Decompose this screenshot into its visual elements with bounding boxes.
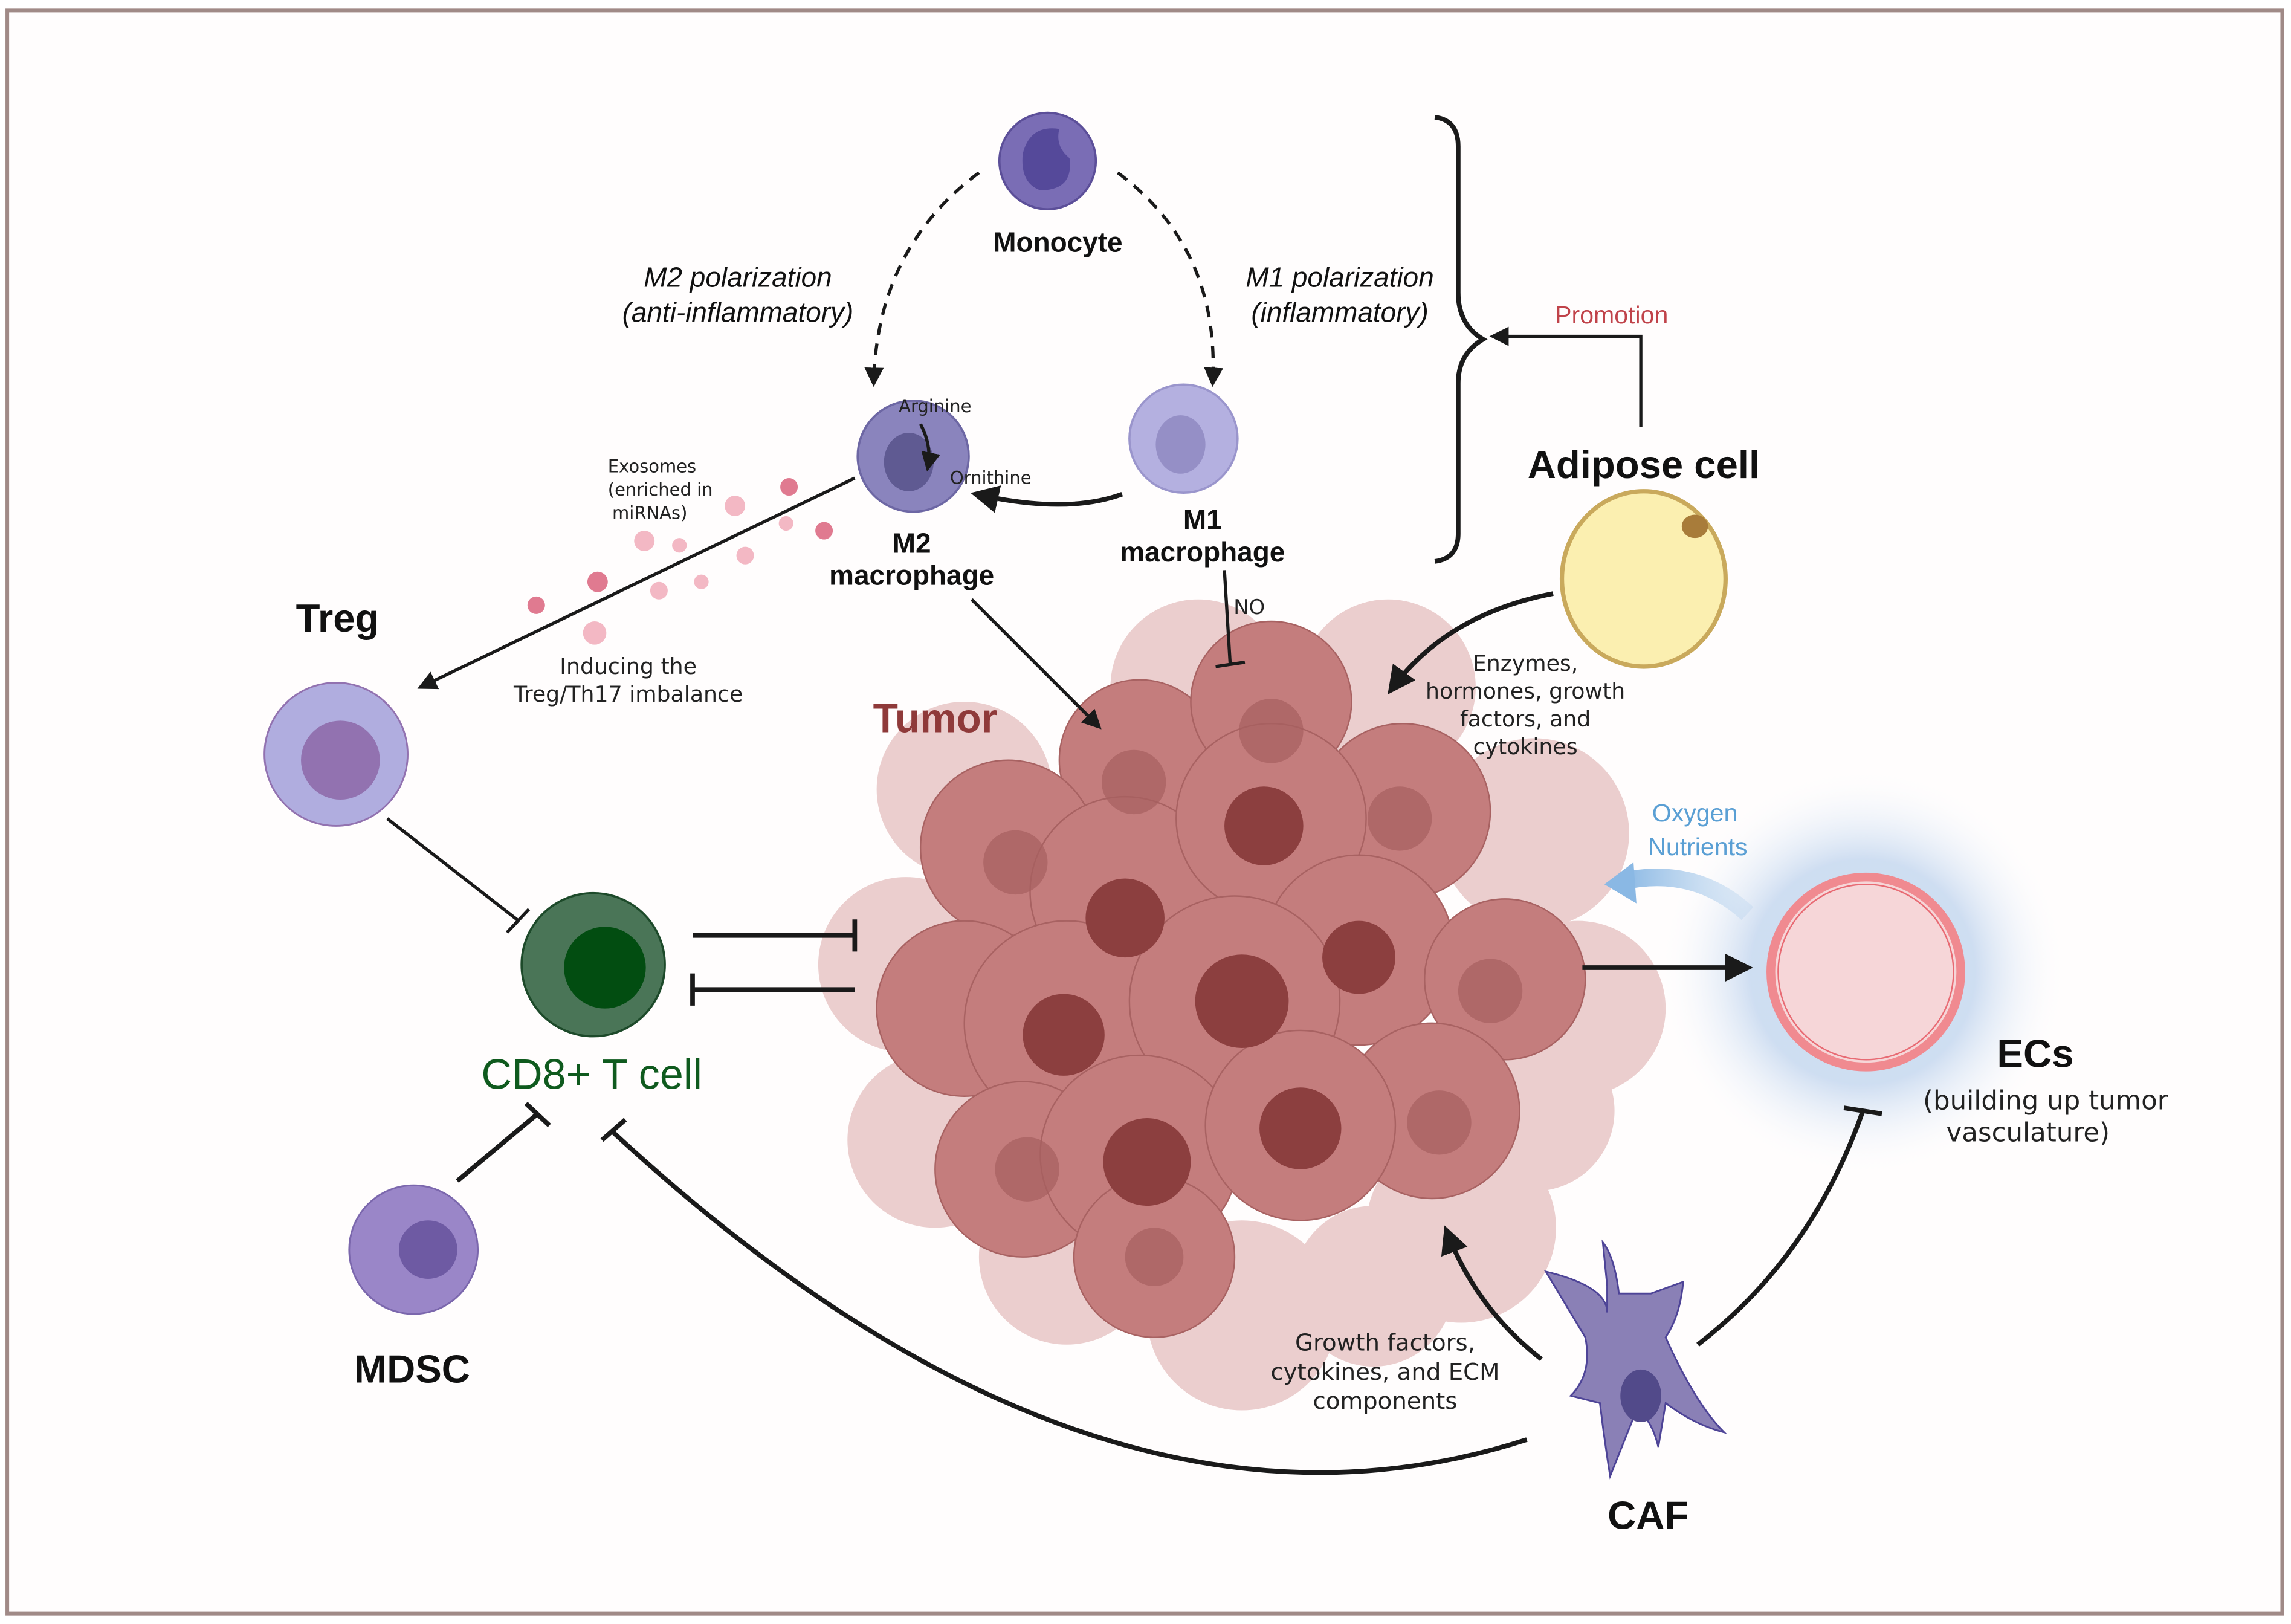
growth-factors-sublabel-2: components xyxy=(1313,1388,1458,1415)
growth-factors-label: Growth factors, xyxy=(1295,1329,1475,1356)
caf-cell xyxy=(1543,1239,1727,1480)
m2-polarization-sublabel: (anti-inflammatory) xyxy=(622,296,854,328)
oxygen-arrow-head xyxy=(1604,862,1637,904)
ecs-sublabel-2: vasculature) xyxy=(1947,1118,2110,1148)
m2-to-tumor-arrow xyxy=(970,598,1102,730)
mdsc-inhibits-cd8-line xyxy=(456,1111,540,1183)
cd8-t-cell xyxy=(520,891,666,1038)
promotion-arrow xyxy=(1489,326,1643,427)
exosomes-label: Exosomes xyxy=(608,456,696,476)
caf-inhibits-cd8-curve xyxy=(612,1131,1528,1475)
m2-label: M2 xyxy=(893,527,931,558)
ecs-label: ECs xyxy=(1997,1031,2073,1075)
treg-cell xyxy=(263,682,409,827)
inducing-label: Inducing the xyxy=(560,653,697,679)
m1-polarization-arrow xyxy=(1116,171,1224,387)
exosomes-sublabel-2: miRNAs) xyxy=(612,503,687,523)
tumor-mass xyxy=(818,599,1666,1411)
enzymes-label: Enzymes, xyxy=(1473,650,1578,676)
m1-polarization-label: M1 polarization xyxy=(1246,261,1433,293)
endothelial-vessel xyxy=(1766,872,1965,1072)
mdsc-label: MDSC xyxy=(354,1347,470,1391)
m1-polarization-sublabel: (inflammatory) xyxy=(1251,296,1428,328)
m1-to-m2-arrow xyxy=(970,485,1123,513)
adipose-label: Adipose cell xyxy=(1528,442,1760,487)
macrophage-bracket xyxy=(1434,115,1488,564)
m2-polarization-label: M2 polarization xyxy=(644,261,832,293)
nutrients-label: Nutrients xyxy=(1648,833,1747,861)
m1-label: M1 xyxy=(1183,504,1222,535)
caf-inhibits-ecs-curve xyxy=(1696,1110,1866,1347)
m2-polarization-arrow xyxy=(864,171,980,387)
caf-label: CAF xyxy=(1608,1493,1688,1537)
mdsc-cell xyxy=(348,1184,479,1315)
oxygen-label: Oxygen xyxy=(1652,799,1738,827)
cd8-label: CD8+ T cell xyxy=(481,1051,702,1098)
exosomes xyxy=(527,478,833,645)
enzymes-sublabel-2: factors, and xyxy=(1460,706,1591,732)
m2-macrophage-cell xyxy=(856,400,970,513)
enzymes-sublabel-3: cytokines xyxy=(1473,734,1578,760)
oxygen-nutrients-arrow xyxy=(1620,869,1754,920)
adipose-to-tumor-arrow xyxy=(1388,591,1554,695)
ornithine-label: Ornithine xyxy=(950,468,1032,488)
treg-inhibits-cd8-line xyxy=(386,817,520,922)
no-inhibition-line xyxy=(1223,570,1232,665)
treg-inhibits-cd8-bar xyxy=(506,908,531,934)
tumor-label: Tumor xyxy=(873,696,998,742)
caf-to-tumor-arrow xyxy=(1441,1225,1543,1361)
m2-to-treg-arrow xyxy=(417,476,856,690)
exosomes-sublabel-1: (enriched in xyxy=(608,479,713,500)
no-label: NO xyxy=(1233,595,1265,619)
caf-inhibits-ecs-bar xyxy=(1843,1105,1882,1116)
treg-label: Treg xyxy=(296,596,380,640)
enzymes-sublabel-1: hormones, growth xyxy=(1426,678,1625,704)
m1-macrophage-cell xyxy=(1128,383,1239,494)
caf-inhibits-cd8-bar xyxy=(600,1118,627,1142)
inducing-sublabel: Treg/Th17 imbalance xyxy=(513,681,743,707)
m1-macrophage-label: macrophage xyxy=(1120,536,1285,568)
arginine-label: Arginine xyxy=(899,396,971,416)
m2-macrophage-label: macrophage xyxy=(829,560,994,591)
growth-factors-sublabel-1: cytokines, and ECM xyxy=(1271,1359,1500,1386)
mdsc-inhibits-cd8-bar xyxy=(524,1102,551,1127)
no-inhibition-bar xyxy=(1215,661,1246,668)
ecs-sublabel-1: (building up tumor xyxy=(1923,1086,2168,1116)
monocyte-cell xyxy=(998,111,1097,210)
promotion-label: Promotion xyxy=(1555,301,1668,329)
adipose-cell xyxy=(1559,489,1728,669)
arginine-ornithine-arrow xyxy=(919,423,940,472)
monocyte-label: Monocyte xyxy=(993,226,1122,257)
